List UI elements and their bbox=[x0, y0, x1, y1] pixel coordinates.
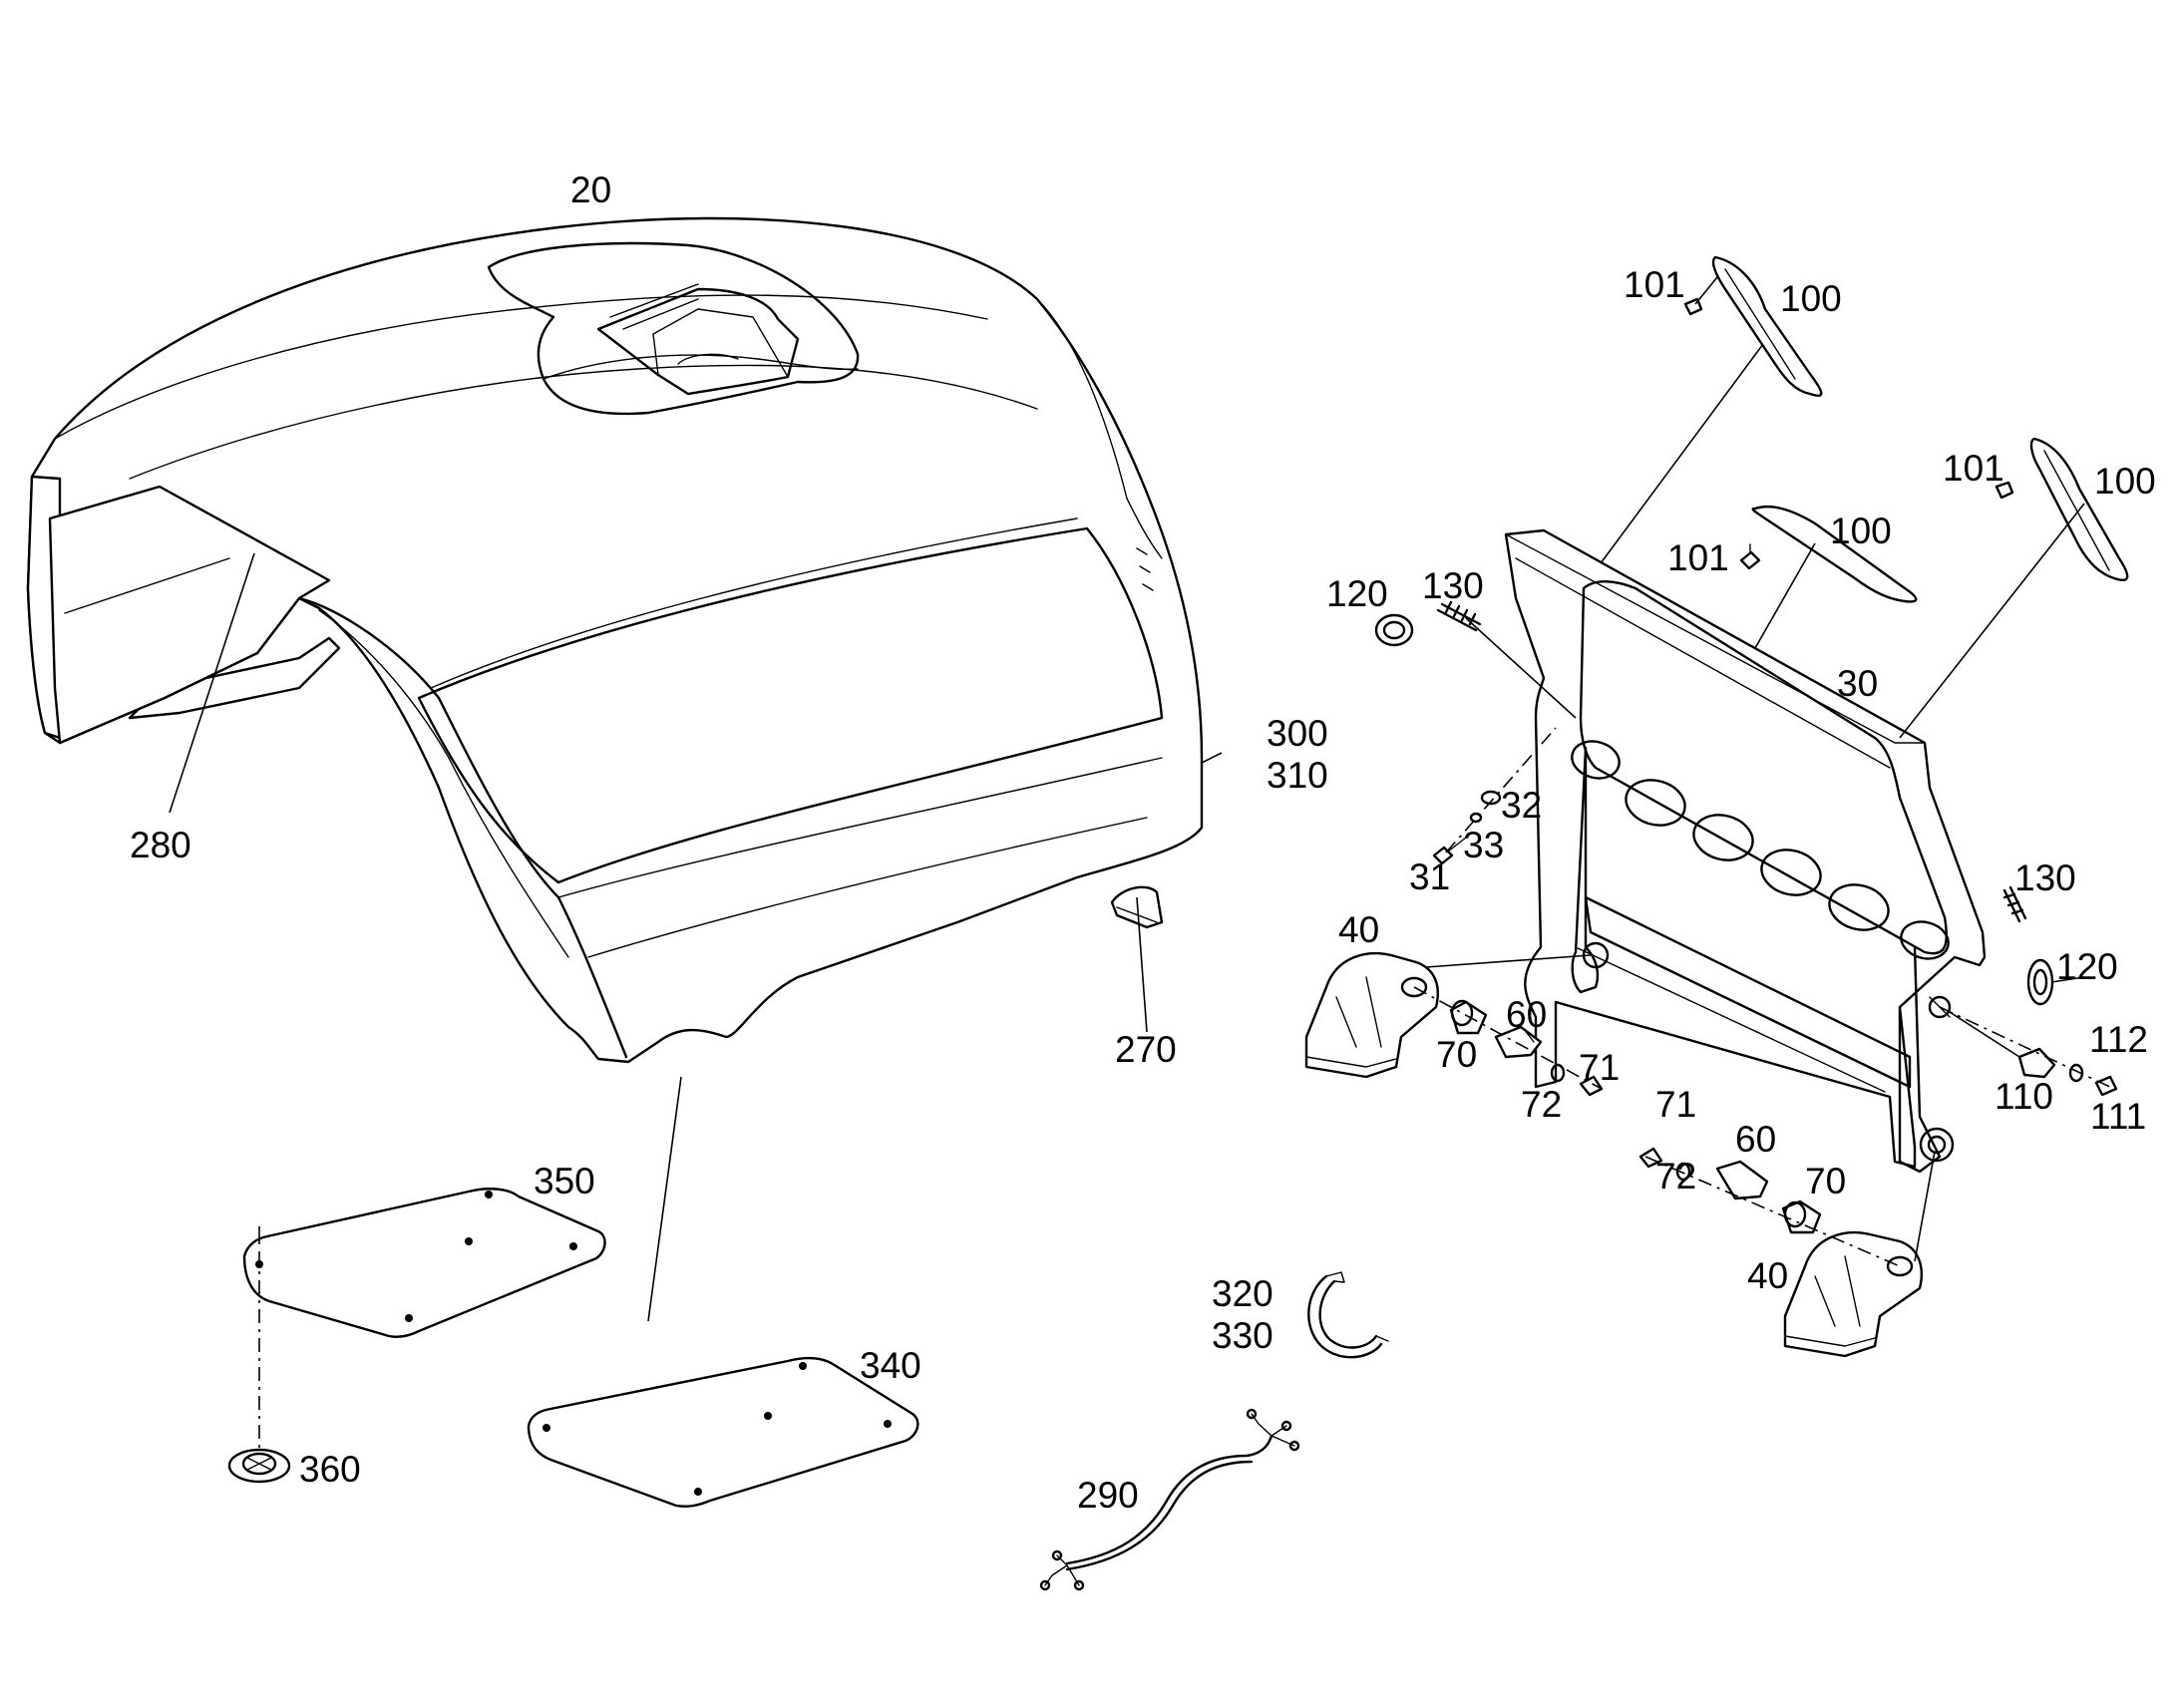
callout-350: 350 bbox=[534, 1161, 595, 1201]
wiring-harness-part-290 bbox=[1039, 1408, 1300, 1591]
callout-labels: 20 280 270 300 310 350 340 360 290 320 3… bbox=[130, 170, 2156, 1516]
callout-130-a: 130 bbox=[1422, 565, 1484, 606]
callout-101-c: 101 bbox=[1667, 537, 1729, 578]
callout-120-b: 120 bbox=[2056, 946, 2118, 987]
pin-part-60-left bbox=[1494, 1025, 1543, 1059]
assembly-axis-right bbox=[1644, 1156, 1901, 1267]
insulation-mat-part-280 bbox=[48, 485, 331, 745]
callout-72-b: 72 bbox=[1655, 1156, 1696, 1196]
bushing-part-70-right bbox=[1781, 1199, 1822, 1234]
callout-360: 360 bbox=[299, 1449, 361, 1490]
panel-part-340 bbox=[527, 1356, 919, 1508]
callout-71-b: 71 bbox=[1655, 1084, 1696, 1125]
callout-70-a: 70 bbox=[1436, 1034, 1477, 1075]
washer-part-72-left bbox=[1550, 1063, 1566, 1083]
callout-20: 20 bbox=[570, 170, 611, 210]
clip-part-360 bbox=[227, 1448, 291, 1484]
screw-part-101-a bbox=[1683, 276, 1718, 316]
callout-330: 330 bbox=[1212, 1315, 1273, 1356]
callout-280: 280 bbox=[130, 825, 191, 865]
callout-60-a: 60 bbox=[1506, 994, 1547, 1035]
washer-part-72-right bbox=[1675, 1162, 1691, 1182]
grille-frame-part-30 bbox=[1504, 528, 1987, 1174]
callout-101-a: 101 bbox=[1624, 264, 1685, 305]
callout-310: 310 bbox=[1267, 755, 1328, 796]
bolt-part-71-right bbox=[1638, 1147, 1663, 1169]
bushing-part-70-left bbox=[1449, 999, 1488, 1035]
washer-part-32 bbox=[1480, 790, 1502, 806]
callout-71-a: 71 bbox=[1579, 1047, 1620, 1088]
callout-72-a: 72 bbox=[1521, 1084, 1562, 1125]
washer-part-112 bbox=[2068, 1063, 2084, 1083]
screw-part-101-b bbox=[1995, 481, 2014, 500]
callout-60-b: 60 bbox=[1735, 1119, 1776, 1160]
bolt-part-111 bbox=[2094, 1075, 2118, 1097]
callout-32: 32 bbox=[1501, 785, 1542, 826]
callout-31: 31 bbox=[1409, 856, 1450, 897]
callout-111: 111 bbox=[2090, 1096, 2146, 1137]
screw-part-31 bbox=[1432, 837, 1467, 865]
callout-40-b: 40 bbox=[1747, 1255, 1788, 1296]
callout-130-b: 130 bbox=[2014, 857, 2076, 898]
callout-112: 112 bbox=[2089, 1019, 2148, 1060]
callout-100-b: 100 bbox=[2094, 461, 2156, 502]
callout-33: 33 bbox=[1463, 825, 1504, 865]
callout-120-a: 120 bbox=[1326, 573, 1388, 614]
trim-strip-part-100-c bbox=[1751, 505, 1918, 603]
callout-110: 110 bbox=[1995, 1076, 2053, 1117]
washer-part-33 bbox=[1469, 812, 1483, 824]
assembly-axis-left bbox=[1413, 986, 1603, 1090]
callout-101-b: 101 bbox=[1943, 448, 2004, 489]
hinge-bracket-part-40-left bbox=[1304, 951, 1439, 1079]
callout-30: 30 bbox=[1837, 663, 1878, 704]
screw-part-101-c bbox=[1739, 543, 1761, 570]
grommet-part-120-right bbox=[2026, 958, 2054, 1006]
leader-lines bbox=[169, 343, 2085, 1322]
hinge-bracket-part-40-right bbox=[1783, 1230, 1923, 1358]
panel-part-350 bbox=[242, 1188, 606, 1338]
callout-290: 290 bbox=[1077, 1475, 1139, 1516]
callout-300: 300 bbox=[1267, 713, 1328, 754]
callout-320: 320 bbox=[1212, 1273, 1273, 1314]
hose-clamp-part-320-330 bbox=[1307, 1271, 1389, 1359]
callout-100-c: 100 bbox=[1830, 511, 1892, 551]
trim-strip-part-100-a bbox=[1711, 255, 1823, 397]
callout-40-a: 40 bbox=[1338, 909, 1379, 950]
spring-part-130-left bbox=[1436, 600, 1482, 632]
callout-340: 340 bbox=[860, 1345, 921, 1386]
callout-70-b: 70 bbox=[1805, 1161, 1846, 1201]
assembly-axis-31 bbox=[1445, 727, 1557, 854]
assembly-axis-110 bbox=[1939, 1006, 2115, 1090]
callout-100-a: 100 bbox=[1780, 278, 1842, 319]
spring-part-130-right bbox=[2002, 885, 2027, 923]
callout-270: 270 bbox=[1115, 1029, 1177, 1070]
hood-cover-part-20 bbox=[26, 216, 1204, 1064]
grommet-part-120-left bbox=[1374, 613, 1414, 647]
pin-part-60-right bbox=[1715, 1160, 1769, 1200]
